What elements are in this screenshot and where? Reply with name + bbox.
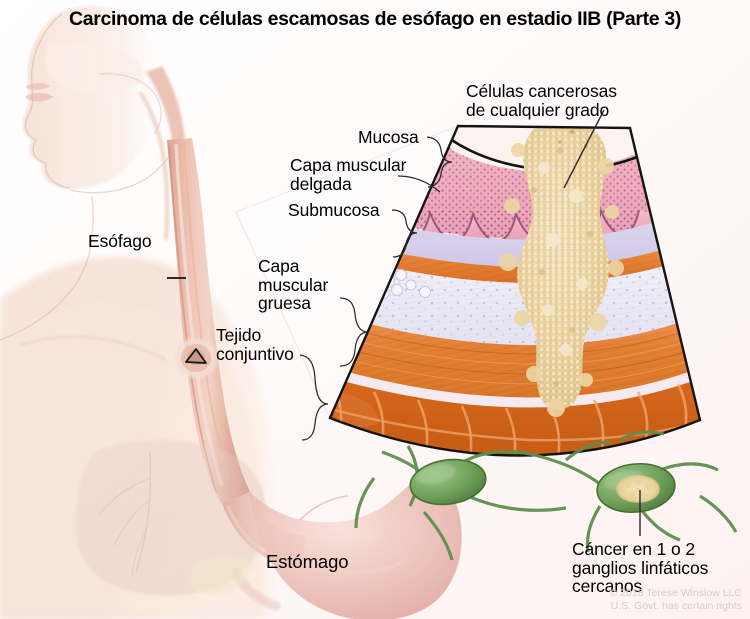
page-title: Carcinoma de células escamosas de esófag… bbox=[69, 8, 681, 30]
esophagus-wall-cross-section bbox=[328, 124, 702, 457]
esophagus-tumor-marker bbox=[175, 338, 217, 378]
label-lymph-nodes: Cáncer en 1 o 2 ganglios linfáticos cerc… bbox=[572, 539, 709, 597]
lymphatic-system bbox=[354, 430, 738, 561]
label-connective-tissue: Tejido conjuntivo bbox=[216, 325, 294, 364]
callout-leaders bbox=[167, 109, 641, 536]
label-mucosa: Mucosa bbox=[358, 127, 419, 147]
label-submucosa: Submucosa bbox=[288, 200, 380, 220]
label-esophagus: Esófago bbox=[88, 231, 152, 251]
label-cancer-cells: Células cancerosas de cualquier grado bbox=[466, 81, 617, 120]
cross-section-outline bbox=[328, 124, 702, 457]
lymph-node-normal bbox=[409, 458, 487, 506]
tumor-mass bbox=[499, 126, 624, 417]
label-thick-muscle-layer: Capa muscular gruesa bbox=[258, 256, 329, 314]
label-thin-muscle-layer: Capa muscular delgada bbox=[290, 155, 407, 194]
lymphatic-vessels bbox=[354, 430, 738, 561]
copyright-notice: © 2018 Terese Winslow LLC U.S. Govt. has… bbox=[609, 586, 742, 612]
stomach-organ bbox=[75, 440, 462, 619]
lymph-node-cancerous bbox=[596, 462, 676, 514]
label-stomach: Estómago bbox=[266, 551, 349, 572]
